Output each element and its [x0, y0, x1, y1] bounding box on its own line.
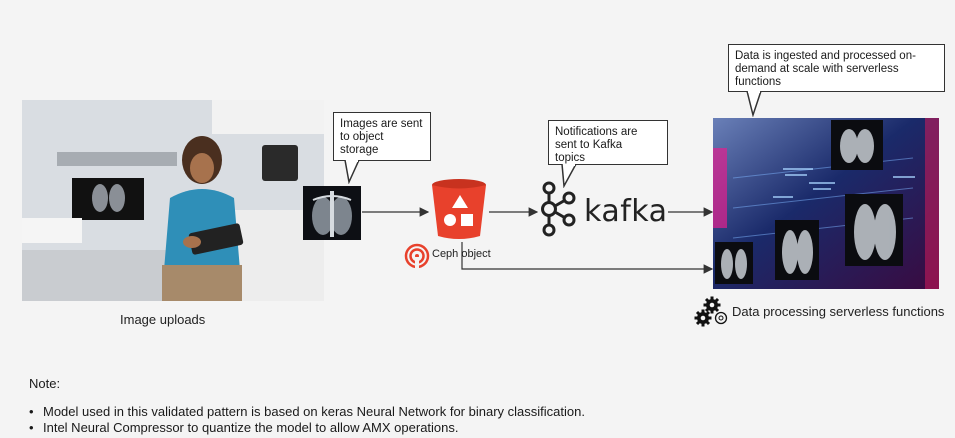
callout-tail: [344, 160, 360, 184]
note-item: •Model used in this validated pattern is…: [29, 404, 585, 419]
ceph-object-label: Ceph object: [432, 248, 491, 260]
serverless-functions-label: Data processing serverless functions: [732, 304, 945, 319]
callout-serverless: Data is ingested and processed on- deman…: [728, 44, 945, 92]
kafka-logo-icon: [541, 181, 576, 237]
xray-thumbnail: [303, 186, 361, 240]
callout-object-storage: Images are sent to object storage: [333, 112, 431, 161]
ceph-logo-icon: [404, 243, 430, 269]
gears-icon: [694, 296, 728, 327]
callout-tail: [746, 91, 762, 117]
kafka-wordmark: kafka: [584, 194, 668, 229]
clinician-photo: [22, 100, 324, 301]
object-storage-bucket-icon: [432, 179, 486, 239]
arrow-ceph-to-functions: [461, 242, 714, 274]
image-uploads-label: Image uploads: [120, 312, 206, 327]
callout-tail: [561, 164, 577, 188]
xray-analytics-dashboard-image: [713, 118, 939, 289]
callout-kafka: Notifications are sent to Kafka topics: [548, 120, 668, 165]
note-item: •Intel Neural Compressor to quantize the…: [29, 420, 459, 435]
note-list: •Model used in this validated pattern is…: [29, 404, 585, 436]
note-heading: Note:: [29, 376, 61, 391]
